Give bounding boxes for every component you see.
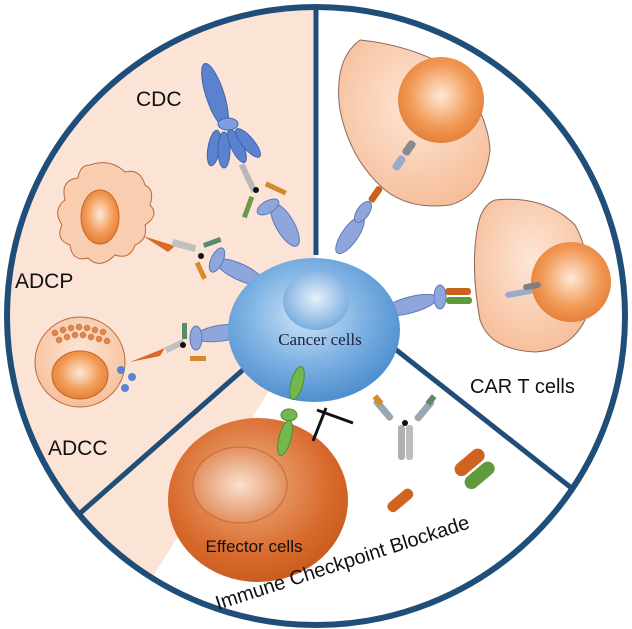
inhibition-icon	[311, 407, 354, 442]
car-t-cell-2	[445, 198, 611, 353]
divider-bottom-right	[388, 343, 576, 492]
cancer-cell	[228, 258, 400, 402]
checkpoint-receptor-icon	[277, 366, 305, 456]
cancer-cells-label: Cancer cells	[278, 330, 362, 349]
receptor-icon	[208, 247, 265, 286]
antibody-free-icon	[372, 394, 437, 460]
antibody-cdc-icon	[238, 163, 287, 219]
receptor-icon	[256, 198, 300, 247]
effector-cells-label: Effector cells	[205, 537, 302, 556]
adcp-label: ADCP	[15, 270, 73, 293]
antibody-adcp-icon	[194, 237, 222, 280]
adcc-label: ADCC	[48, 437, 108, 460]
divider-bottom-left	[76, 366, 247, 517]
car-t-cells-label: CAR T cells	[470, 376, 575, 398]
cdc-label: CDC	[136, 88, 182, 111]
macrophage-cell	[57, 162, 197, 264]
car-t-cell-1	[338, 39, 491, 207]
nk-cell	[34, 316, 165, 408]
receptor-icon	[335, 201, 372, 255]
complement-c1q-icon	[201, 62, 261, 169]
fragment-icon	[387, 448, 495, 513]
effector-cell	[168, 418, 348, 582]
antibody-adcc-icon	[164, 323, 206, 361]
